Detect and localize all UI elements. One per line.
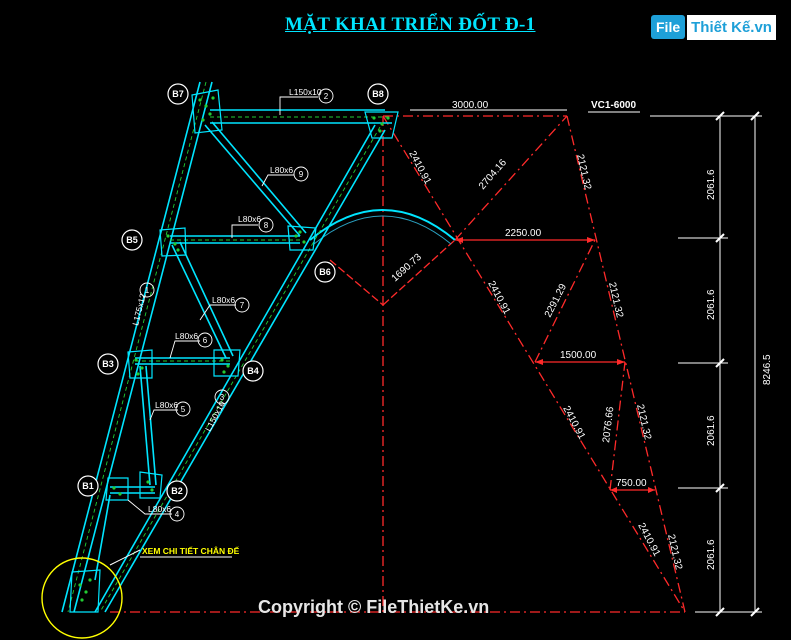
- arc-member-inner: [313, 215, 452, 245]
- dim-panel-height-3: 2061.6: [706, 415, 717, 446]
- member-leg-left-section: L175x12: [130, 292, 148, 326]
- truss-members: [61, 81, 392, 613]
- dim-diag-a-1: 2410.91: [406, 149, 433, 186]
- node-b4: B4: [247, 366, 259, 376]
- height-dimension-ticks: [715, 111, 760, 617]
- member-diag-upper-number: 9: [299, 170, 304, 179]
- dim-diag-a-3: 2410.91: [560, 404, 587, 441]
- dim-panel-height-4: 2061.6: [706, 539, 717, 570]
- member-vert-low-number: 5: [181, 405, 186, 414]
- member-numbers: 2 9 8 7 6 5 4 1 3: [145, 92, 329, 519]
- member-leg-left-number: 1: [145, 286, 150, 295]
- node-b7: B7: [172, 89, 184, 99]
- dim-width-2: 2250.00: [505, 228, 542, 239]
- base-detail-circle: [41, 557, 123, 639]
- member-horiz-upper-section: L80x6: [238, 214, 261, 224]
- member-number-circles: [139, 88, 334, 522]
- node-b6: B6: [319, 267, 331, 277]
- node-b1: B1: [82, 481, 94, 491]
- member-diag-mid-number: 7: [240, 301, 245, 310]
- base-detail-leader: [109, 549, 141, 566]
- dim-panel-height-1: 2061.6: [706, 169, 717, 200]
- logo-rest-text: Thiết Kế.vn: [687, 14, 776, 40]
- truss-centerlines: [67, 81, 390, 613]
- member-vert-low-section: L80x6: [155, 400, 178, 410]
- node-b8: B8: [372, 89, 384, 99]
- node-bubbles: [77, 83, 389, 502]
- dimension-arrows: [455, 237, 655, 493]
- drawing-title: MẶT KHAI TRIỂN ĐỐT Đ-1: [285, 14, 536, 35]
- gusset-plates: [69, 89, 399, 613]
- dim-edge-1: 2121.32: [574, 153, 593, 191]
- node-b3: B3: [102, 359, 114, 369]
- dim-width-3: 1500.00: [560, 350, 597, 361]
- member-base-section: L80x6: [148, 504, 171, 514]
- bolt-dots: [78, 96, 390, 602]
- member-top-number: 2: [324, 92, 329, 101]
- node-labels: B7 B8 B5 B6 B3 B4 B1 B2: [82, 89, 384, 496]
- dim-arc-radius: 1690.73: [390, 252, 425, 285]
- member-horiz-upper-number: 8: [264, 221, 269, 230]
- dim-diag-b: 2704.16: [477, 157, 509, 192]
- node-b2: B2: [171, 486, 183, 496]
- member-label-leaders: [127, 96, 318, 515]
- dim-diag-a-4: 2410.91: [635, 521, 662, 558]
- arc-member: [309, 209, 456, 241]
- development-lines: [110, 115, 686, 613]
- dim-edge-4: 2121.32: [665, 533, 684, 571]
- dim-edge-2: 2121.32: [606, 281, 625, 319]
- section-label: VC1-6000: [591, 100, 636, 111]
- dim-width-4: 750.00: [616, 478, 647, 489]
- member-horiz-mid-section: L80x6: [175, 331, 198, 341]
- watermark-logo: File Thiết Kế.vn: [651, 12, 776, 42]
- member-base-number: 4: [175, 510, 180, 519]
- base-detail-note: XEM CHI TIẾT CHÂN ĐẾ: [142, 545, 240, 556]
- member-horiz-mid-number: 6: [203, 336, 208, 345]
- member-diag-mid-section: L80x6: [212, 295, 235, 305]
- member-top-section: L150x10: [289, 87, 322, 97]
- dim-edge-3: 2121.32: [634, 403, 653, 441]
- dim-diag-a-2: 2410.91: [485, 279, 512, 316]
- member-labels: L150x10 L80x6 L80x6 L80x6 L80x6 L80x6 L8…: [130, 87, 322, 514]
- dim-panel-height-2: 2061.6: [706, 289, 717, 320]
- member-leg-right-number: 3: [220, 393, 225, 402]
- member-diag-upper-section: L80x6: [270, 165, 293, 175]
- logo-box-text: File: [651, 15, 686, 39]
- dimension-texts: 3000.00 VC1-6000 2250.00 1500.00 750.00 …: [390, 100, 773, 571]
- node-b5: B5: [126, 235, 138, 245]
- dim-diag-d: 2076.66: [601, 406, 616, 444]
- dim-total-height: 8246.5: [762, 354, 773, 385]
- dim-top-width: 3000.00: [452, 100, 489, 111]
- copyright-text: Copyright © FileThietKe.vn: [258, 597, 490, 617]
- dimension-horizontals: [455, 239, 655, 491]
